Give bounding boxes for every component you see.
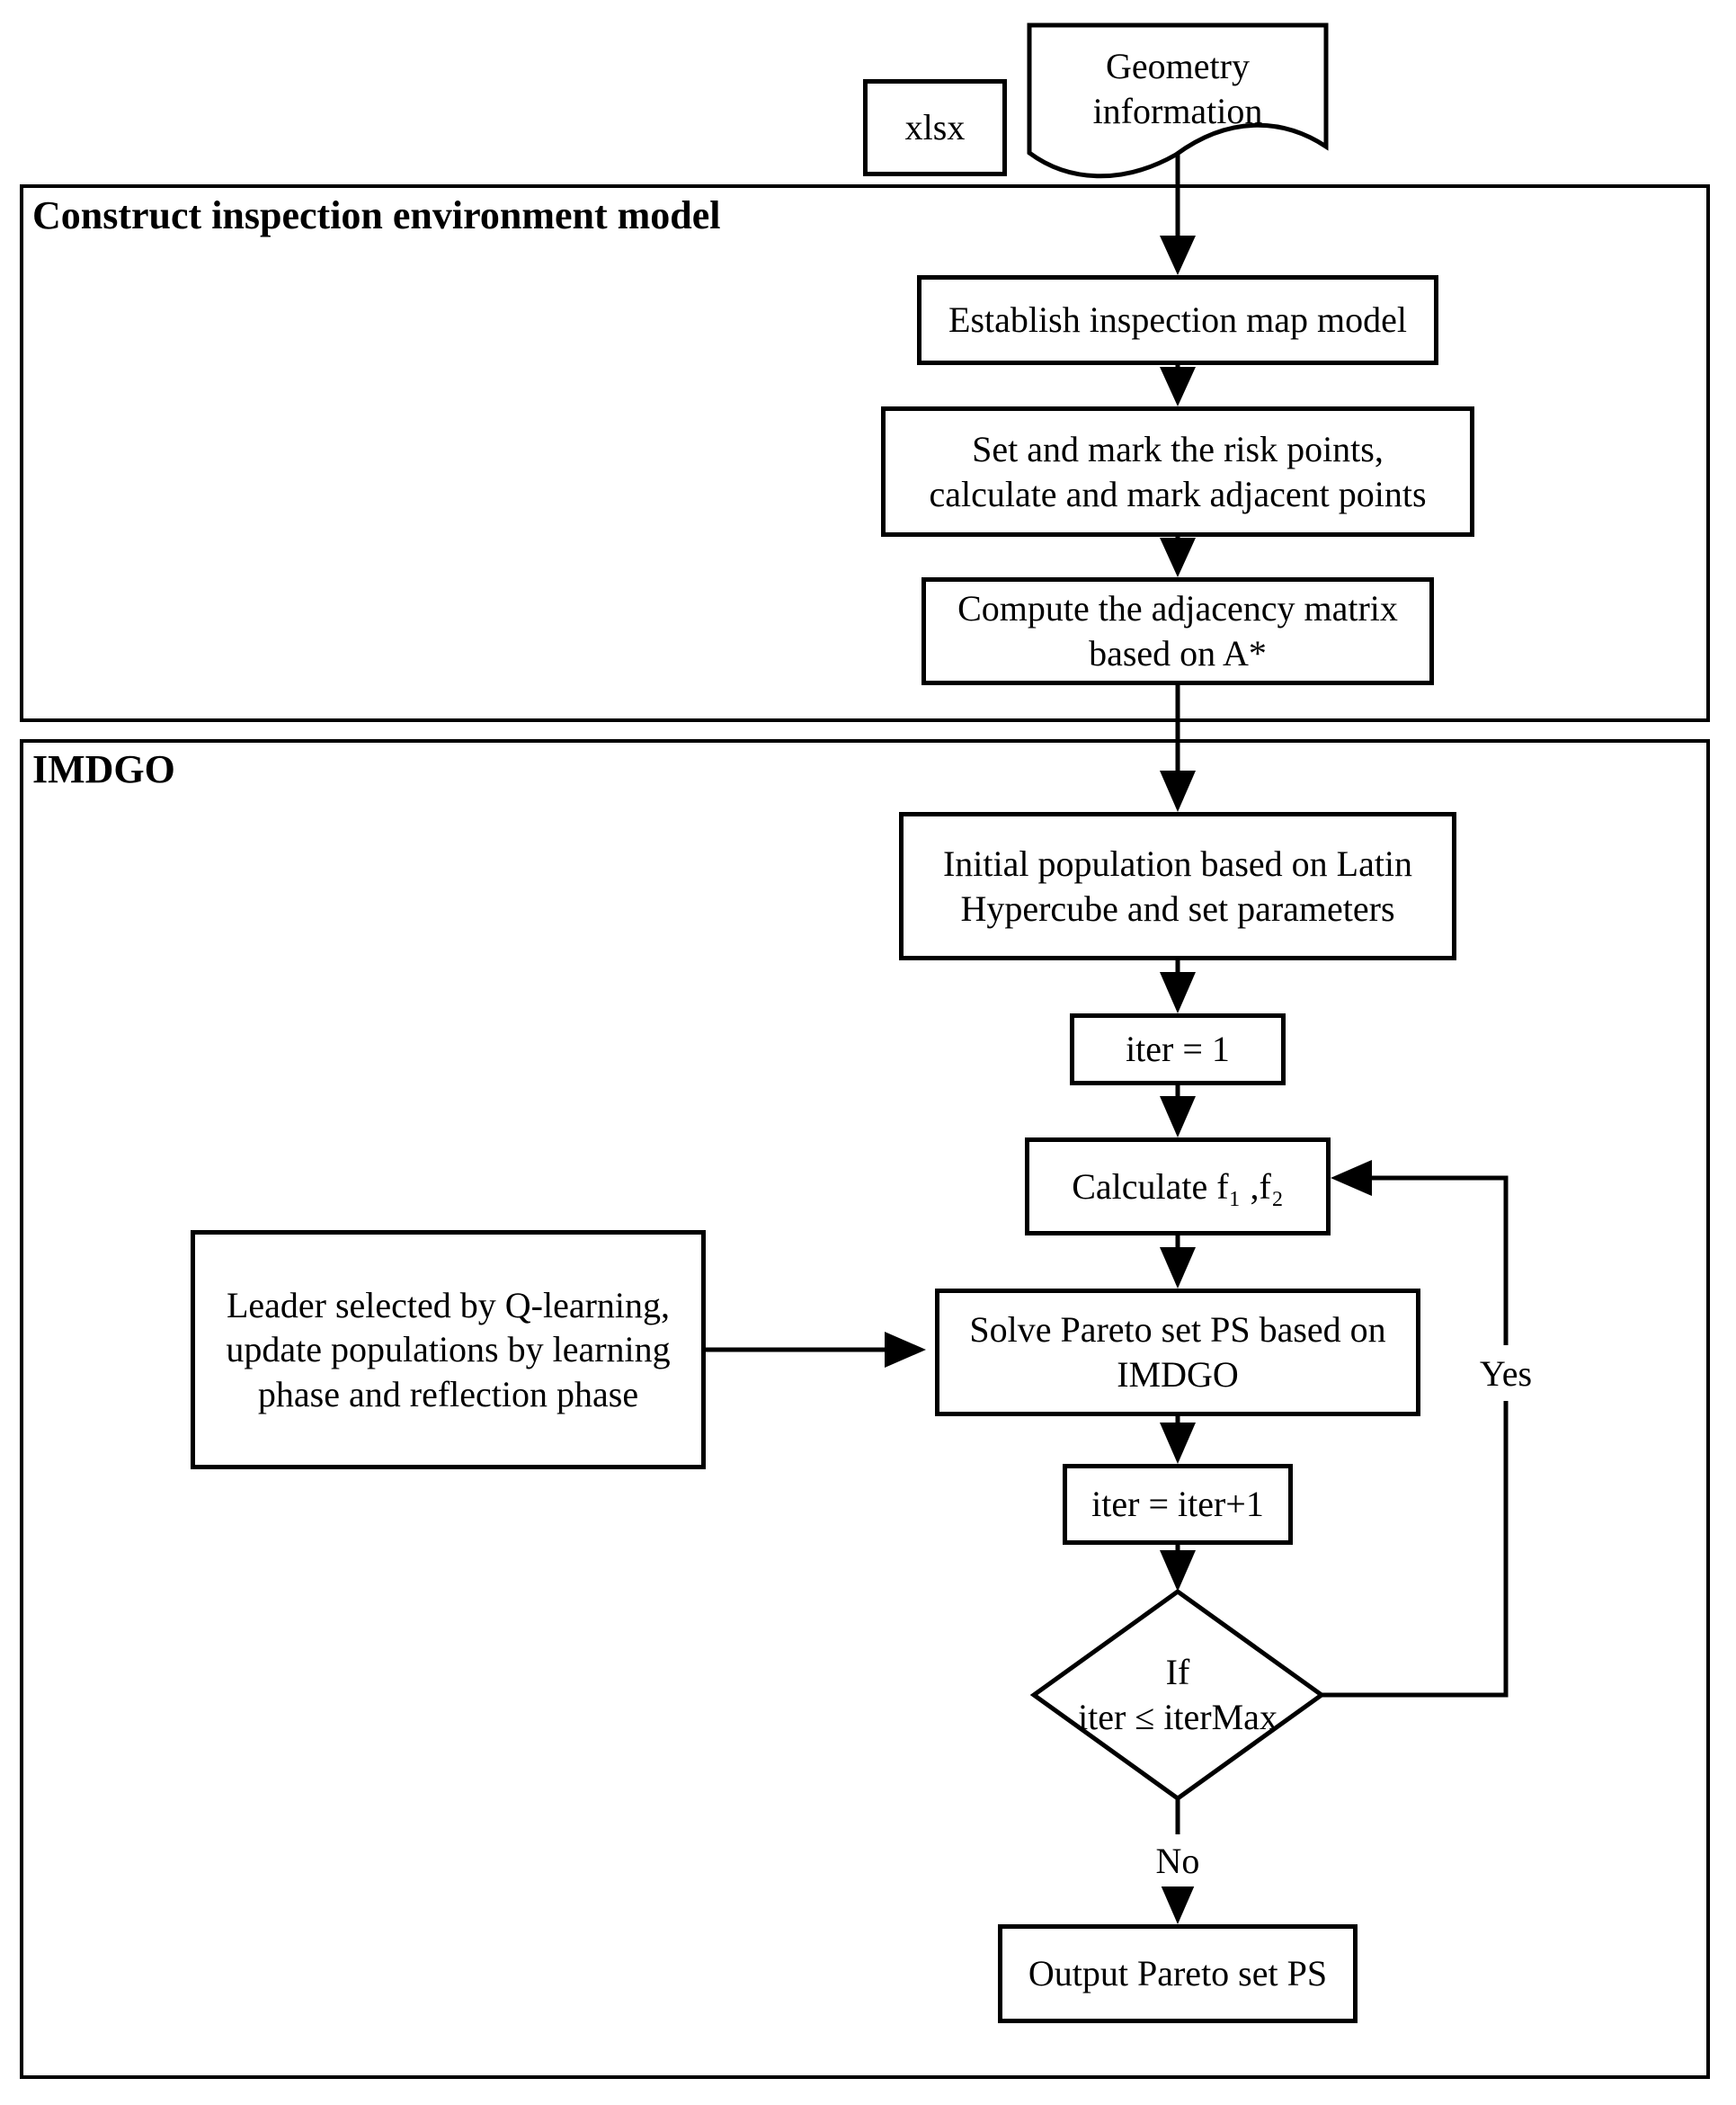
construct-section-container [20,184,1710,722]
arrow-no-branch-head [1160,1883,1196,1924]
node-initial-population: Initial population based on Latin Hyperc… [899,812,1456,960]
node-iter-init: iter = 1 [1070,1013,1286,1085]
arrow-establish-to-risk-points-head [1160,367,1196,406]
node-solve-pareto: Solve Pareto set PS based on IMDGO [935,1289,1420,1416]
arrow-yes-loop [1322,1160,1509,1698]
document-line: Geometry [1106,46,1250,87]
node-line: phase and reflection phase [257,1373,639,1414]
xlsx-file-box: xlsx [863,79,1007,176]
node-line: Output Pareto set PS [1028,1953,1328,1994]
arrow-yes-loop-head [1331,1160,1372,1196]
node-line: calculate and mark adjacent points [929,473,1427,514]
arrow-document-to-establish [1160,155,1196,275]
arrow-init-population-to-iter-init [1160,960,1196,1013]
imdgo-section-title: IMDGO [32,747,175,791]
node-line: Solve Pareto set PS based on [969,1309,1386,1351]
arrow-adjacency-to-init-population-head [1160,771,1196,812]
imdgo-section-container [20,739,1710,2079]
node-output-pareto: Output Pareto set PS [998,1924,1358,2023]
no-branch-label: No [1135,1834,1221,1886]
node-line: Hypercube and set parameters [960,887,1395,929]
arrow-init-population-to-iter-init-head [1160,972,1196,1013]
node-line: Calculate f₁ ,f₂ [1072,1165,1284,1207]
document-line: information [1092,91,1263,131]
arrow-calculate-to-solve-head [1160,1247,1196,1289]
node-line: Leader selected by Q-learning, [226,1284,671,1325]
geometry-document-label: Geometry information [1034,36,1322,142]
node-line: Establish inspection map model [948,299,1407,341]
yes-branch-label: Yes [1455,1345,1557,1401]
arrow-calculate-to-solve [1160,1235,1196,1289]
arrow-establish-to-risk-points [1160,365,1196,406]
node-establish-map-model: Establish inspection map model [917,275,1438,365]
arrow-adjacency-to-init-population [1160,685,1196,812]
decision-line: If [1165,1652,1190,1693]
arrow-iter-increment-to-decision [1160,1545,1196,1592]
node-line: Set and mark the risk points, [972,428,1384,469]
arrow-leader-to-solve [706,1332,926,1368]
node-risk-points: Set and mark the risk points, calculate … [881,406,1474,537]
geometry-document-shape [1027,22,1329,179]
arrow-risk-points-to-adjacency [1160,537,1196,577]
node-line: IMDGO [1117,1354,1239,1395]
arrow-leader-to-solve-head [885,1332,926,1368]
xlsx-label: xlsx [904,107,966,148]
node-line: iter = 1 [1126,1029,1230,1070]
node-calculate-objectives: Calculate f₁ ,f₂ [1025,1137,1331,1235]
arrow-solve-to-iter-increment-head [1160,1423,1196,1464]
construct-section-title: Construct inspection environment model [32,193,721,237]
arrow-solve-to-iter-increment [1160,1416,1196,1464]
arrow-iter-init-to-calculate [1160,1085,1196,1137]
node-line: Compute the adjacency matrix [957,588,1398,629]
node-line: Initial population based on Latin [942,843,1413,884]
arrow-iter-init-to-calculate-head [1160,1096,1196,1137]
node-line: iter = iter+1 [1091,1484,1264,1525]
decision-label: If iter ≤ iterMax [1034,1629,1322,1761]
node-adjacency-matrix: Compute the adjacency matrix based on A* [921,577,1434,685]
node-iter-increment: iter = iter+1 [1063,1464,1293,1545]
arrow-iter-increment-to-decision-head [1160,1550,1196,1592]
node-line: based on A* [1089,633,1267,673]
node-leader-qlearning: Leader selected by Q-learning, update po… [191,1230,706,1469]
node-line: update populations by learning [226,1329,671,1370]
decision-line: iter ≤ iterMax [1078,1697,1278,1737]
arrow-risk-points-to-adjacency-head [1160,538,1196,577]
arrow-document-to-establish-head [1160,236,1196,275]
arrow-yes-loop-path [1322,1175,1509,1698]
